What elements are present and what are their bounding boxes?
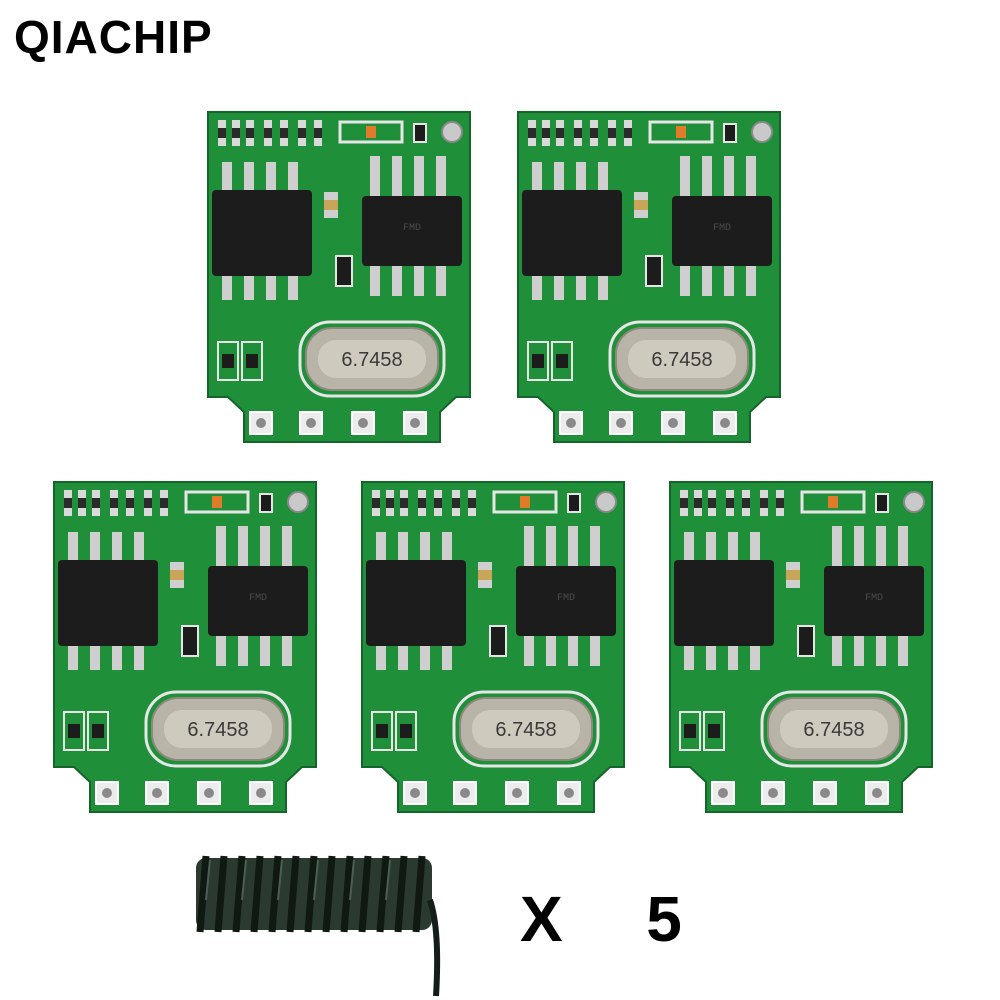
- brand-logo: QIACHIP: [14, 11, 213, 63]
- chip-marking: FMD: [865, 593, 883, 604]
- chip-marking: FMD: [403, 223, 421, 234]
- chip-marking: FMD: [557, 593, 575, 604]
- quantity-label: X 5: [520, 883, 682, 955]
- chip-marking: FMD: [713, 223, 731, 234]
- rf-module-5: 6.7458 FMD: [668, 480, 934, 814]
- crystal-label: 6.7458: [651, 349, 712, 371]
- crystal-label: 6.7458: [341, 349, 402, 371]
- spring-antenna-icon: [196, 855, 441, 997]
- chip-marking: FMD: [249, 593, 267, 604]
- crystal-label: 6.7458: [495, 719, 556, 741]
- rf-module-3: 6.7458 FMD: [52, 480, 318, 814]
- crystal-label: 6.7458: [187, 719, 248, 741]
- crystal-label: 6.7458: [803, 719, 864, 741]
- rf-module-1: 6.7458 FMD: [206, 110, 472, 444]
- rf-module-4: 6.7458 FMD: [360, 480, 626, 814]
- rf-module-2: 6.7458 FMD: [516, 110, 782, 444]
